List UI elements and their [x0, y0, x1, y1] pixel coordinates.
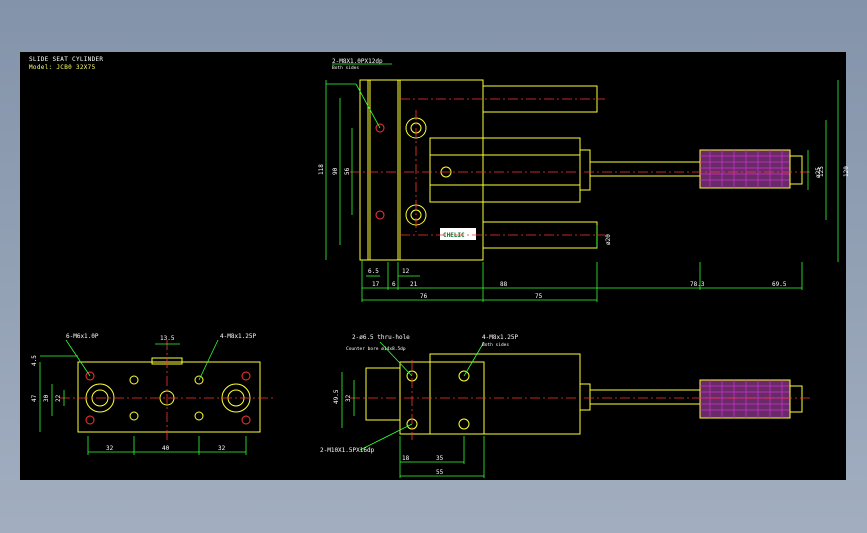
dim-d20: ø20	[605, 234, 612, 245]
dim-118: 118	[318, 164, 325, 175]
dim-125: 125	[818, 166, 825, 177]
dim-40: 40	[162, 445, 170, 452]
callout-side-cbore2: Counter bore ø14x8.5dp	[346, 346, 406, 352]
dim-22: 22	[55, 394, 62, 402]
end-view-body	[77, 361, 261, 433]
side-end-plate	[365, 367, 401, 421]
dim-55: 55	[436, 469, 444, 476]
side-rod-cover	[579, 383, 591, 411]
top-cylinder-core	[429, 154, 581, 186]
callout-top-tap: 2-M8X1.0PX12dp	[332, 58, 383, 65]
dim-32-left: 32	[106, 445, 114, 452]
callout-end-right: 4-M8x1.25P	[220, 333, 257, 340]
top-end-nut	[789, 155, 803, 185]
dim-75: 75	[535, 293, 543, 300]
end-view: 6-M6x1.0P 4-M8x1.25P 13.5 4.5 47 30 22 3…	[31, 333, 276, 455]
dim-47: 47	[31, 394, 38, 402]
callout-side-tap: 4-M8x1.25P	[482, 334, 519, 341]
end-view-dimension-lines	[39, 339, 247, 455]
side-piston-rod	[589, 389, 701, 405]
top-guide-rod-upper	[482, 85, 598, 113]
dim-120: 120	[843, 166, 850, 177]
top-view: CHELIC 118	[318, 58, 850, 302]
drawing-title: SLIDE SEAT CYLINDER	[29, 56, 104, 63]
brand-label	[440, 228, 476, 240]
top-tap-hole-upper	[375, 123, 385, 133]
dim-32-side: 32	[345, 394, 352, 402]
top-rear-flange	[359, 79, 371, 261]
dim-32-right: 32	[218, 445, 226, 452]
top-body	[397, 79, 484, 261]
brand-label-text: CHELIC	[443, 232, 465, 239]
dim-13-5: 13.5	[160, 335, 175, 342]
top-rod-cover	[579, 149, 591, 191]
drawing-model: Model: JCB0 32X75	[29, 64, 96, 71]
top-knurl-pattern	[700, 150, 790, 188]
top-end-plate	[367, 79, 401, 261]
dim-49-5: 49.5	[333, 389, 340, 404]
dim-88: 88	[500, 281, 508, 288]
dim-18: 18	[402, 455, 410, 462]
callout-side-cbore: 2-ø6.5 thru-hole	[352, 334, 410, 341]
dim-35: 35	[436, 455, 444, 462]
dim-78-3: 78.3	[690, 281, 705, 288]
dim-90: 90	[332, 167, 339, 175]
side-end-nut	[789, 385, 803, 413]
dim-21: 21	[410, 281, 418, 288]
dim-76: 76	[420, 293, 428, 300]
dim-4-5: 4.5	[31, 355, 38, 366]
dim-6-5: 6.5	[368, 268, 379, 275]
dim-30: 30	[43, 394, 50, 402]
side-dimension-lines	[341, 341, 485, 478]
callout-side-bottom: 2-M10X1.5PX16dp	[320, 447, 375, 454]
top-cylinder-barrel	[429, 137, 581, 203]
dim-d25: ø25	[815, 167, 822, 178]
top-tap-hole-lower	[375, 210, 385, 220]
top-piston-rod	[589, 161, 701, 177]
title-block: SLIDE SEAT CYLINDER Model: JCB0 32X75	[29, 56, 103, 72]
dim-12: 12	[402, 268, 410, 275]
dim-17: 17	[372, 281, 380, 288]
callout-top-tap-note: Both sides	[332, 65, 359, 71]
callout-side-tap-note: Both sides	[482, 342, 509, 348]
side-view: 2-ø6.5 thru-hole Counter bore ø14x8.5dp …	[320, 334, 810, 478]
top-dimension-lines	[325, 80, 839, 302]
dim-6: 6	[392, 281, 396, 288]
dim-56: 56	[344, 167, 351, 175]
side-carriage	[429, 353, 581, 435]
dim-69-5: 69.5	[772, 281, 787, 288]
callout-end-left: 6-M6x1.0P	[66, 333, 99, 340]
